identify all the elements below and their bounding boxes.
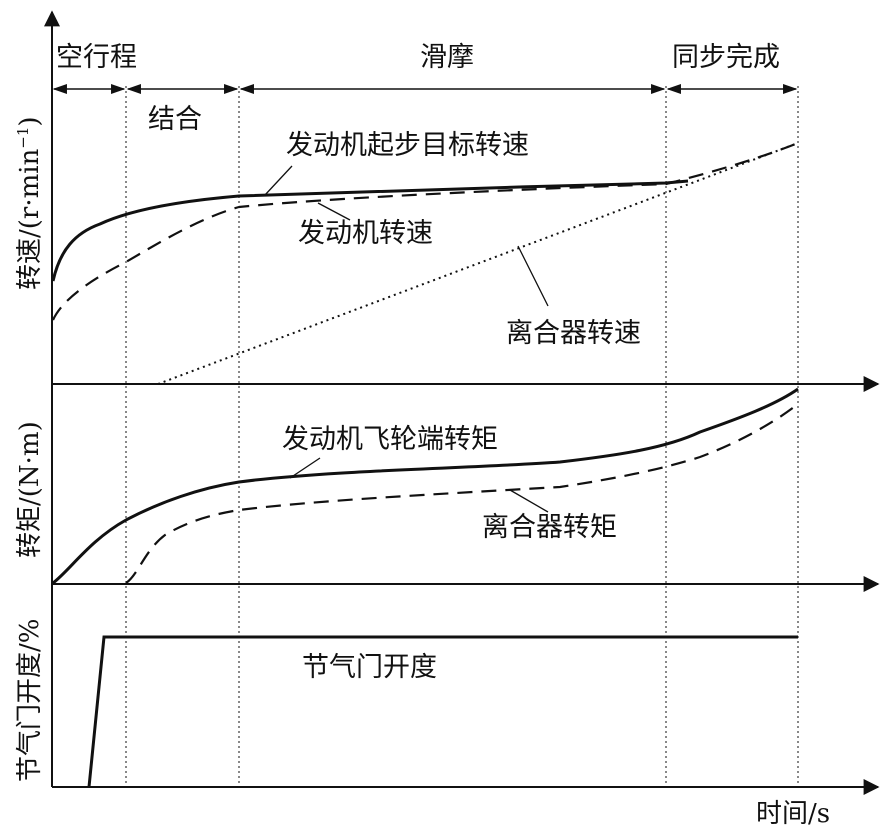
clutch-speed-curve (157, 142, 799, 385)
leader-target-speed (264, 165, 293, 196)
throttle-opening-curve (87, 635, 798, 788)
engine-speed-curve (51, 141, 799, 321)
phase-free-travel-label: 空行程 (56, 42, 137, 73)
speed-curves (51, 141, 799, 385)
speed-axis-title: 转速/(r·min−1) (14, 116, 45, 290)
speed-axis-title-sup: −1 (14, 127, 32, 149)
speed-axis-title-close: ) (15, 116, 45, 126)
phase-synchronized-label: 同步完成 (672, 42, 780, 73)
label-clutch-speed: 离合器转速 (506, 318, 641, 349)
label-throttle-opening: 节气门开度 (302, 652, 437, 683)
time-axis-title: 时间/s (756, 799, 830, 829)
speed-leaders (264, 165, 549, 307)
label-engine-start-target-speed: 发动机起步目标转速 (286, 130, 529, 161)
flywheel-torque-curve (52, 387, 799, 585)
torque-leaders (289, 457, 549, 513)
label-engine-speed: 发动机转速 (298, 218, 433, 249)
label-clutch-torque: 离合器转矩 (482, 512, 617, 543)
engine-target-speed-curve (51, 179, 689, 282)
leader-flywheel-torque (289, 457, 321, 479)
torque-axis-title: 转矩/(N·m) (15, 421, 45, 558)
torque-curves (52, 387, 799, 585)
clutch-torque-curve (125, 403, 799, 584)
speed-axis-title-main: 转速/(r·min (15, 148, 45, 290)
axes (44, 10, 880, 795)
phase-dividers (125, 86, 799, 787)
leader-clutch-torque (509, 489, 549, 513)
phase-slipping-label: 滑摩 (420, 42, 474, 73)
throttle-axis-title: 节气门开度/% (15, 619, 45, 782)
phase-engagement-label: 结合 (148, 104, 202, 135)
leader-engine-speed (317, 202, 351, 221)
leader-clutch-speed (517, 245, 549, 307)
label-flywheel-torque: 发动机飞轮端转矩 (282, 424, 498, 455)
